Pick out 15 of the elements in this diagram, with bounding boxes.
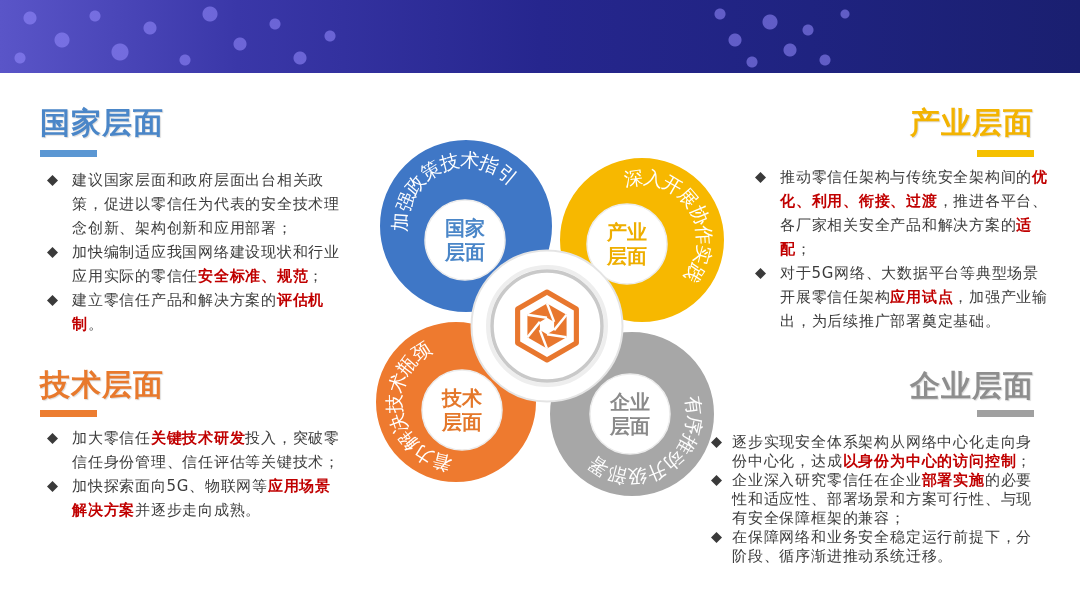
section-heading: 技术层面 — [40, 367, 164, 403]
bullet-text: 企业深入研究零信任在企业部署实施的必要性和适应性、部署场景和方案可行性、与现有安全保障框架的兼容； — [732, 471, 1034, 528]
bullet-text: 建立零信任产品和解决方案的评估机制。 — [72, 290, 325, 335]
bullet-text: 建议国家层面和政府层面出台相关政策，促进以零信任为代表的安全技术理念创新、架构创新和应用部署； — [72, 170, 340, 239]
section-heading: 企业层面 — [910, 368, 1034, 404]
bullet-text: 加快编制适应我国网络建设现状和行业应用实际的零信任安全标准、规范； — [72, 242, 340, 287]
bullet-text: 加大零信任关键技术研发投入，突破零信任身份管理、信任评估等关键技术； — [72, 428, 340, 473]
bullet-text: 在保障网络和业务安全稳定运行前提下，分阶段、循序渐进推动系统迁移。 — [732, 528, 1034, 566]
section-heading: 国家层面 — [40, 105, 164, 141]
bullet-text: 逐步实现安全体系架构从网络中心化走向身份中心化，达成以身份为中心的访问控制； — [732, 433, 1034, 471]
bullet-text: 推动零信任架构与传统安全架构间的优化、利用、衔接、过渡，推进各平台、各厂家相关安全产品和解决方案的适配； — [780, 167, 1048, 260]
bullet-text: 对于5G网络、大数据平台等典型场景开展零信任架构应用试点，加强产业输出，为后续推广部署奠定基础。 — [780, 263, 1048, 332]
section-heading: 产业层面 — [910, 105, 1034, 141]
ring-center-label: 国家层面 — [445, 216, 485, 264]
bullet-text: 加快探索面向5G、物联网等应用场景解决方案并逐步走向成熟。 — [72, 476, 332, 521]
